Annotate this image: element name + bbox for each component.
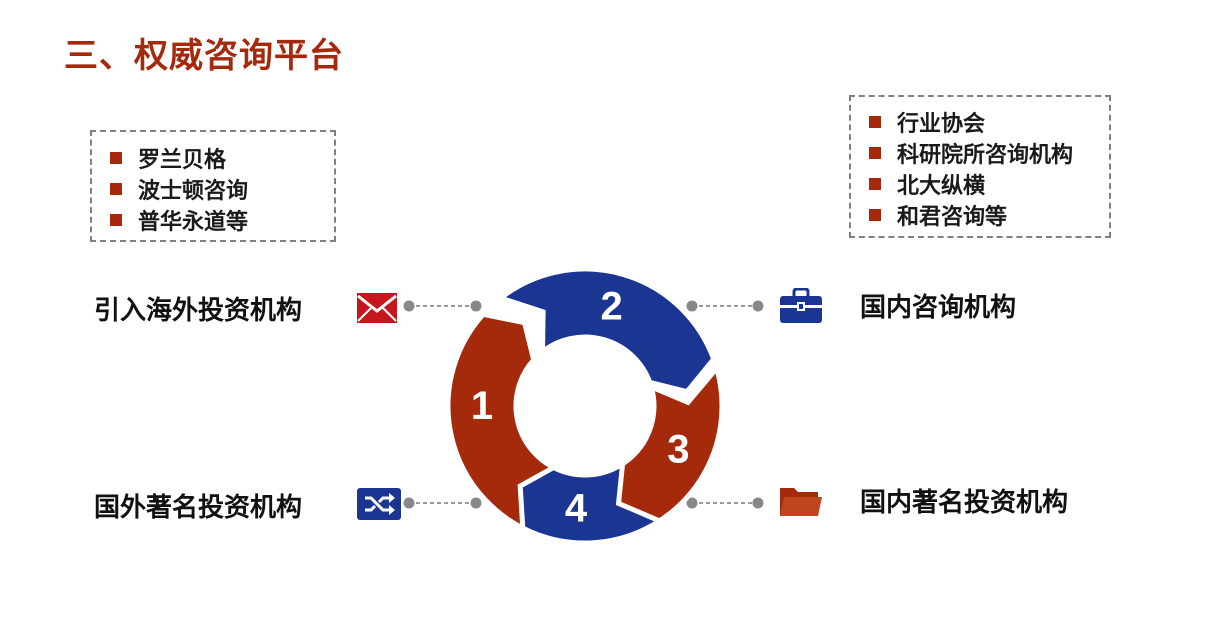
right-list: 行业协会 科研院所咨询机构 北大纵横 和君咨询等 [869, 106, 1109, 230]
list-item: 普华永道等 [110, 204, 334, 235]
mail-icon [357, 293, 397, 323]
list-item-label: 科研院所咨询机构 [897, 142, 1074, 168]
connector-top-right [686, 300, 764, 312]
node-label-top-right: 国内咨询机构 [860, 293, 1017, 323]
bullet-square-icon [869, 146, 881, 159]
bullet-square-icon [110, 182, 122, 195]
connector-top-left [403, 300, 482, 312]
list-item: 和君咨询等 [869, 199, 1109, 230]
list-item: 科研院所咨询机构 [869, 137, 1109, 168]
list-item-label: 罗兰贝格 [138, 147, 227, 173]
cycle-segment-2 [495, 266, 717, 395]
list-item: 北大纵横 [869, 168, 1109, 199]
list-item-label: 行业协会 [897, 111, 986, 137]
bullet-square-icon [110, 151, 122, 164]
briefcase-icon [780, 288, 822, 323]
node-label-bottom-right: 国内著名投资机构 [860, 488, 1069, 518]
bullet-square-icon [110, 213, 122, 226]
cycle-number-2: 2 [601, 285, 623, 329]
list-item: 罗兰贝格 [110, 142, 334, 173]
cycle-segments [445, 266, 725, 546]
cycle-number-3: 3 [667, 428, 689, 472]
list-item: 行业协会 [869, 106, 1109, 137]
cycle-numbers: 1 2 3 4 [471, 285, 690, 531]
connector-bottom-left [403, 497, 482, 509]
page-title: 三、权威咨询平台 [64, 36, 344, 76]
bullet-square-icon [869, 177, 881, 190]
node-label-bottom-left: 国外著名投资机构 [94, 493, 303, 523]
node-label-top-left: 引入海外投资机构 [94, 296, 303, 326]
connector-bottom-right [686, 497, 764, 509]
list-item-label: 北大纵横 [897, 173, 986, 199]
cycle-number-1: 1 [471, 384, 493, 428]
list-item-label: 波士顿咨询 [138, 178, 249, 204]
cycle-number-4: 4 [565, 487, 588, 531]
list-item-label: 和君咨询等 [897, 204, 1008, 230]
left-list-box: 罗兰贝格 波士顿咨询 普华永道等 [90, 130, 336, 242]
cycle-segment-4 [517, 458, 665, 546]
list-item: 波士顿咨询 [110, 173, 334, 204]
left-list: 罗兰贝格 波士顿咨询 普华永道等 [110, 142, 334, 235]
bullet-square-icon [869, 208, 881, 221]
shuffle-icon [357, 488, 401, 520]
right-list-box: 行业协会 科研院所咨询机构 北大纵横 和君咨询等 [849, 95, 1111, 238]
bullet-square-icon [869, 115, 881, 128]
folder-icon [780, 488, 822, 516]
list-item-label: 普华永道等 [138, 209, 249, 235]
